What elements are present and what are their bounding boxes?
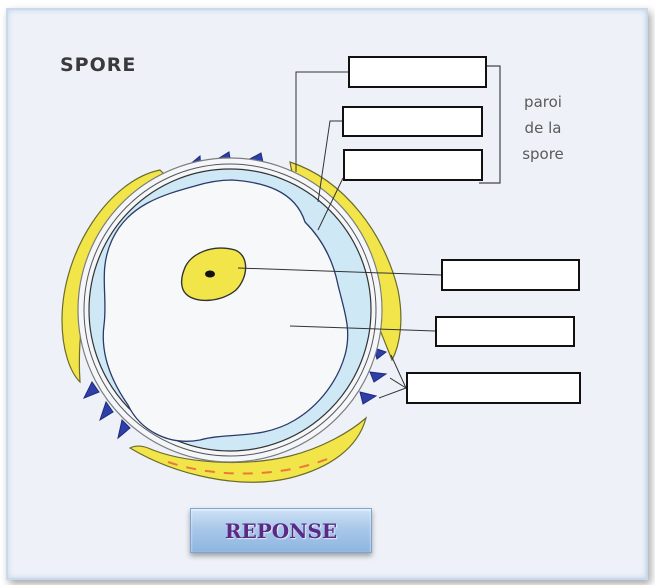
answer-box[interactable] (435, 316, 575, 347)
spike (82, 381, 100, 399)
diagram-title: SPORE (60, 54, 137, 76)
spike (359, 391, 378, 405)
nucleus (180, 247, 247, 301)
spike (117, 419, 131, 440)
spike (369, 371, 388, 383)
wall-bracket (479, 65, 501, 184)
leader-lines (237, 71, 442, 399)
wall-label-line: spore (522, 145, 564, 163)
answer-box[interactable] (406, 372, 581, 404)
answer-box[interactable] (441, 259, 580, 291)
wall-label-line: paroi (524, 93, 562, 111)
wall-label-line: de la (524, 119, 562, 137)
spike (99, 400, 114, 422)
reponse-button-label: REPONSE (224, 518, 338, 543)
spore-body (77, 157, 383, 463)
answer-box[interactable] (348, 56, 487, 88)
wall-label: paroi de la spore (515, 89, 571, 167)
answer-box[interactable] (343, 149, 483, 181)
answer-box[interactable] (342, 106, 483, 137)
reponse-button[interactable]: REPONSE (190, 508, 372, 553)
